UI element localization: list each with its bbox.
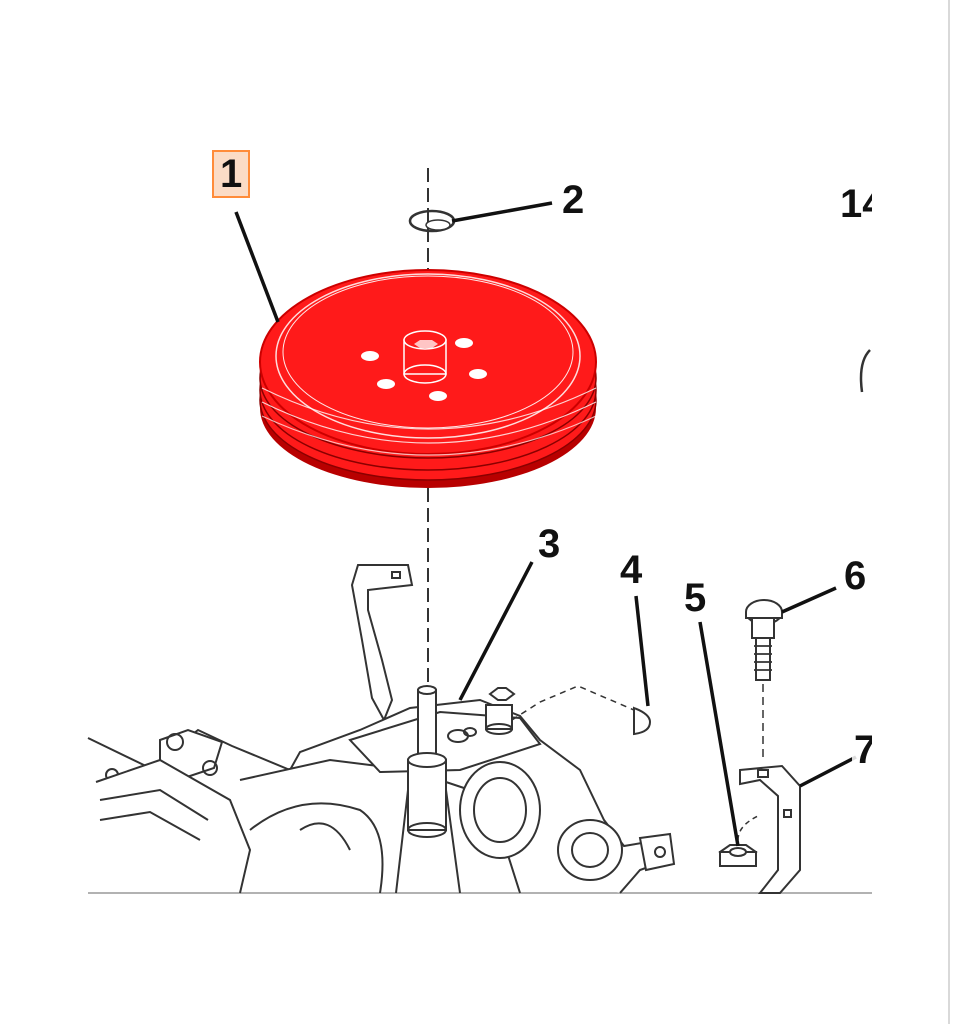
part-4-key[interactable] — [633, 706, 652, 736]
leader-1 — [234, 211, 280, 323]
leader-7 — [799, 755, 857, 788]
leader-5 — [698, 621, 740, 847]
partial-part-edge — [859, 349, 871, 393]
part-1-pulley[interactable] — [259, 269, 597, 488]
callout-part-1[interactable]: 1 — [212, 150, 251, 198]
leader-2 — [451, 201, 553, 223]
part-5-nut[interactable] — [718, 814, 761, 867]
callout-part-6[interactable]: 6 — [842, 554, 869, 598]
callout-part-2[interactable]: 2 — [560, 178, 587, 222]
leader-6 — [781, 586, 837, 614]
callout-part-5[interactable]: 5 — [682, 576, 709, 620]
callout-part-3[interactable]: 3 — [536, 522, 563, 566]
part-2-clip[interactable] — [408, 209, 456, 233]
callout-part-4[interactable]: 4 — [618, 548, 645, 592]
leader-3 — [458, 561, 534, 701]
page-edge-rule — [948, 0, 950, 1024]
part-6-carriage-bolt[interactable] — [745, 599, 783, 760]
leader-lines — [234, 201, 857, 847]
diagram-clip-mask — [872, 0, 958, 1024]
part-7-bracket[interactable] — [739, 764, 801, 894]
part-3-transaxle[interactable] — [87, 564, 676, 894]
leader-4 — [634, 595, 650, 707]
